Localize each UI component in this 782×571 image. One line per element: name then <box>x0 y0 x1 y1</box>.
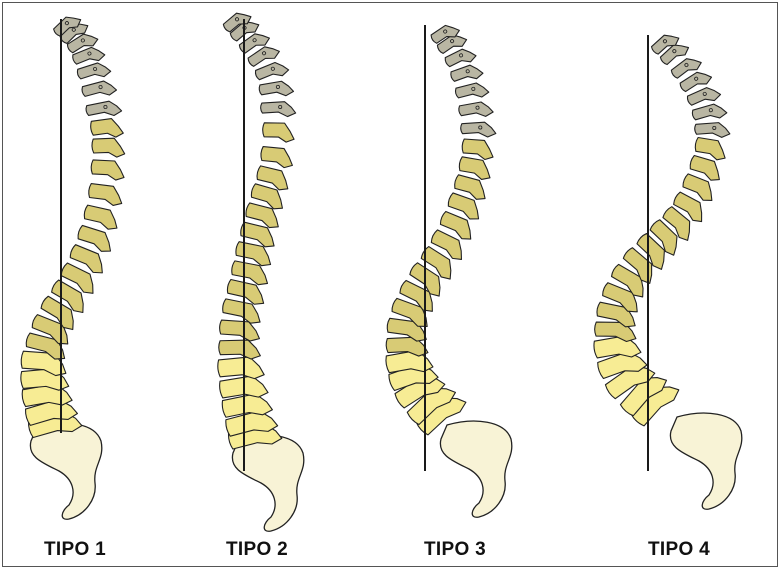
cervical-vertebra <box>254 61 290 81</box>
thoracic-vertebra <box>222 298 261 324</box>
thoracic-vertebra <box>673 191 703 223</box>
lumbar-vertebra <box>604 364 656 400</box>
thoracic-vertebra <box>602 282 638 313</box>
label-tipo-3: TIPO 3 <box>424 539 486 560</box>
label-tipo-2: TIPO 2 <box>226 539 288 560</box>
cervical-vertebra <box>222 12 252 33</box>
cervical-vertebra <box>85 100 123 117</box>
cervical-vertebra <box>81 80 118 97</box>
thoracic-vertebra <box>245 202 279 229</box>
thoracic-vertebra <box>218 339 261 360</box>
sacrum <box>29 422 103 520</box>
sacrum <box>439 420 513 518</box>
thoracic-vertebra <box>610 263 644 298</box>
thoracic-vertebra <box>256 165 289 191</box>
thoracic-vertebra <box>420 246 452 280</box>
lumbar-vertebra <box>415 397 467 436</box>
thoracic-vertebra <box>31 314 69 345</box>
spine-tipo-4 <box>593 34 743 510</box>
thoracic-vertebra <box>682 173 713 201</box>
cervical-vertebra <box>650 34 680 55</box>
thoracic-vertebra <box>636 233 665 270</box>
thoracic-vertebra <box>88 183 123 206</box>
cervical-vertebra <box>458 101 494 117</box>
cervical-vertebra <box>679 71 713 93</box>
thoracic-vertebra <box>391 297 428 328</box>
thoracic-vertebra <box>219 319 260 342</box>
lumbar-vertebra <box>630 386 680 427</box>
thoracic-vertebra <box>90 118 124 138</box>
thoracic-vertebra <box>439 210 472 240</box>
cervical-vertebra <box>436 34 468 54</box>
cervical-vertebra <box>430 24 460 44</box>
thoracic-vertebra <box>40 295 74 331</box>
cervical-vertebra <box>66 33 99 54</box>
cervical-vertebra <box>258 80 295 97</box>
thoracic-vertebra <box>649 219 678 256</box>
cervical-vertebra <box>686 87 722 106</box>
cervical-vertebra <box>460 121 497 138</box>
thoracic-vertebra <box>231 260 269 286</box>
thoracic-vertebra <box>430 229 463 260</box>
cervical-vertebra <box>691 103 728 121</box>
cervical-vertebra <box>72 46 106 65</box>
thoracic-vertebra <box>240 221 275 248</box>
cervical-vertebra <box>76 62 112 80</box>
thoracic-vertebra <box>461 138 494 161</box>
spine-tipo-2 <box>217 12 305 532</box>
thoracic-vertebra <box>69 244 103 274</box>
cervical-vertebra <box>450 64 484 82</box>
lumbar-vertebra <box>597 351 648 380</box>
thoracic-vertebra <box>458 156 491 180</box>
thoracic-vertebra <box>90 159 125 181</box>
cervical-vertebra <box>659 44 690 66</box>
lumbar-vertebra <box>394 375 446 409</box>
lumbar-vertebra <box>24 398 79 426</box>
thoracic-vertebra <box>447 192 480 220</box>
thoracic-vertebra <box>689 154 720 181</box>
thoracic-vertebra <box>77 224 112 252</box>
thoracic-vertebra <box>51 279 84 314</box>
sacrum <box>231 434 305 532</box>
thoracic-vertebra <box>250 183 283 210</box>
sacrum <box>669 412 743 510</box>
cervical-vertebra <box>694 122 731 138</box>
cervical-vertebra <box>670 58 702 79</box>
thoracic-vertebra <box>91 137 126 158</box>
lumbar-vertebra <box>221 393 273 418</box>
lumbar-vertebra <box>385 349 434 374</box>
thoracic-vertebra <box>262 122 295 143</box>
thoracic-vertebra <box>662 206 691 241</box>
label-tipo-4: TIPO 4 <box>648 539 710 560</box>
cervical-vertebra <box>247 46 280 67</box>
spine-tipo-1 <box>20 16 126 520</box>
thoracic-vertebra <box>226 278 265 305</box>
thoracic-vertebra <box>385 336 429 357</box>
lumbar-vertebra <box>225 410 279 437</box>
lumbar-vertebra <box>593 335 642 359</box>
cervical-vertebra <box>444 48 477 68</box>
thoracic-vertebra <box>622 247 653 284</box>
lumbar-vertebra <box>619 377 668 417</box>
label-tipo-1: TIPO 1 <box>44 539 106 560</box>
spine-tipo-3 <box>385 24 513 518</box>
cervical-vertebra <box>454 82 490 99</box>
cervical-vertebra <box>260 101 297 118</box>
thoracic-vertebra <box>83 204 118 230</box>
lumbar-vertebra <box>406 387 456 426</box>
spine-diagram <box>20 12 743 532</box>
thoracic-vertebra <box>454 174 486 200</box>
thoracic-vertebra <box>260 146 293 169</box>
lumbar-vertebra <box>217 356 265 380</box>
thoracic-vertebra <box>694 136 726 161</box>
